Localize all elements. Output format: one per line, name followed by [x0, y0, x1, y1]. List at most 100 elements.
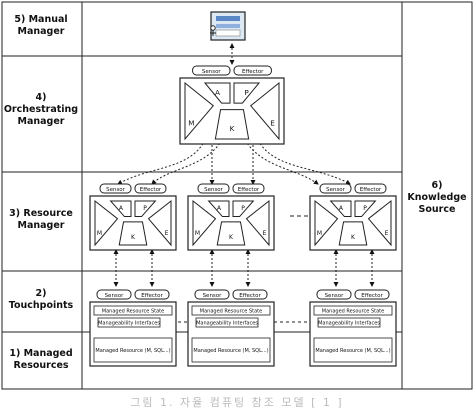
monitor-letter: M	[317, 230, 322, 237]
knowledge-block	[216, 221, 246, 246]
sensor-port	[319, 183, 352, 194]
state-box	[93, 305, 173, 316]
sensor-port	[192, 65, 231, 76]
rm-tp-links	[113, 249, 375, 287]
interfaces-label: Manageability Interfaces	[318, 321, 380, 327]
sensor-port	[194, 289, 230, 300]
analyze-block	[203, 82, 231, 104]
plan-block	[354, 200, 377, 218]
execute-letter: E	[263, 230, 267, 237]
orchestrator-links	[117, 139, 351, 185]
sensor-label: Sensor	[202, 69, 222, 75]
managed-resource-box	[313, 337, 393, 363]
layer-label-orchestrating: 4) Orchestrating Manager	[3, 92, 79, 127]
state-box	[191, 305, 271, 316]
effector-port	[232, 183, 265, 194]
state-label: Managed Resource State	[102, 309, 164, 315]
analyze-letter: A	[217, 205, 222, 212]
effector-label: Effector	[361, 293, 383, 299]
analyze-letter: A	[339, 205, 344, 212]
sensor-label: Sensor	[105, 293, 125, 299]
sensor-port	[96, 289, 132, 300]
managed-resource-label: Managed Resource (M, SQL...)	[193, 348, 268, 354]
managed-resource-box	[191, 337, 271, 363]
sensor-label: Sensor	[106, 187, 126, 193]
interfaces-box	[195, 317, 259, 328]
analyze-letter: A	[119, 205, 124, 212]
effector-port	[354, 289, 390, 300]
effector-port	[134, 183, 167, 194]
effector-port	[354, 183, 387, 194]
execute-block	[147, 199, 172, 247]
effector-label: Effector	[242, 69, 264, 75]
effector-port	[233, 65, 272, 76]
interfaces-label: Manageability Interfaces	[196, 321, 258, 327]
execute-letter: E	[165, 230, 169, 237]
knowledge-block	[118, 221, 148, 246]
layer-label-touchpoints: 2) Touchpoints	[8, 288, 74, 311]
execute-letter: E	[270, 119, 275, 128]
plan-letter: P	[241, 205, 245, 212]
knowledge-letter: K	[131, 234, 136, 241]
effector-label: Effector	[140, 187, 162, 193]
analyze-block	[329, 200, 352, 218]
execute-block	[245, 199, 270, 247]
monitor-block	[192, 199, 217, 247]
effector-label: Effector	[141, 293, 163, 299]
monitor-block	[314, 199, 339, 247]
execute-letter: E	[385, 230, 389, 237]
layer-label-manual: 5) Manual Manager	[14, 14, 68, 37]
monitor-block	[94, 199, 119, 247]
execute-block	[250, 81, 280, 141]
knowledge-letter: K	[230, 124, 235, 133]
plan-letter: P	[244, 88, 249, 97]
knowledge-source-label: 6) Knowledge Source	[407, 180, 467, 215]
sensor-label: Sensor	[326, 187, 346, 193]
sensor-label: Sensor	[204, 187, 224, 193]
sensor-port	[197, 183, 230, 194]
effector-label: Effector	[360, 187, 382, 193]
sensor-label: Sensor	[325, 293, 345, 299]
plan-letter: P	[143, 205, 147, 212]
execute-block	[367, 199, 392, 247]
sensor-label: Sensor	[203, 293, 223, 299]
plan-block	[233, 82, 261, 104]
plan-letter: P	[363, 205, 367, 212]
effector-port	[232, 289, 268, 300]
monitor-letter: M	[188, 119, 194, 128]
managed-resource-box	[93, 337, 173, 363]
knowledge-letter: K	[229, 234, 234, 241]
effector-label: Effector	[238, 187, 260, 193]
interfaces-box	[317, 317, 381, 328]
managed-resource-label: Managed Resource (M, SQL...)	[95, 348, 170, 354]
analyze-block	[207, 200, 230, 218]
plan-block	[232, 200, 255, 218]
layer-label-resource: 3) Resource Manager	[9, 208, 73, 231]
state-label: Managed Resource State	[200, 309, 262, 315]
state-label: Managed Resource State	[322, 309, 384, 315]
plan-block	[134, 200, 157, 218]
sensor-port	[99, 183, 132, 194]
managed-resource-label: Managed Resource (M, SQL...)	[315, 348, 390, 354]
effector-port	[134, 289, 170, 300]
interfaces-box	[97, 317, 161, 328]
analyze-block	[109, 200, 132, 218]
console-icon	[210, 11, 246, 41]
layer-label-managed: 1) Managed Resources	[9, 348, 73, 371]
monitor-block	[184, 81, 214, 141]
state-box	[313, 305, 393, 316]
effector-label: Effector	[239, 293, 261, 299]
knowledge-letter: K	[351, 234, 356, 241]
analyze-letter: A	[215, 88, 220, 97]
monitor-letter: M	[195, 230, 200, 237]
interfaces-label: Manageability Interfaces	[98, 321, 160, 327]
figure-caption: 그림 1. 자율 컴퓨팅 참조 모델 [ 1 ]	[130, 396, 344, 409]
